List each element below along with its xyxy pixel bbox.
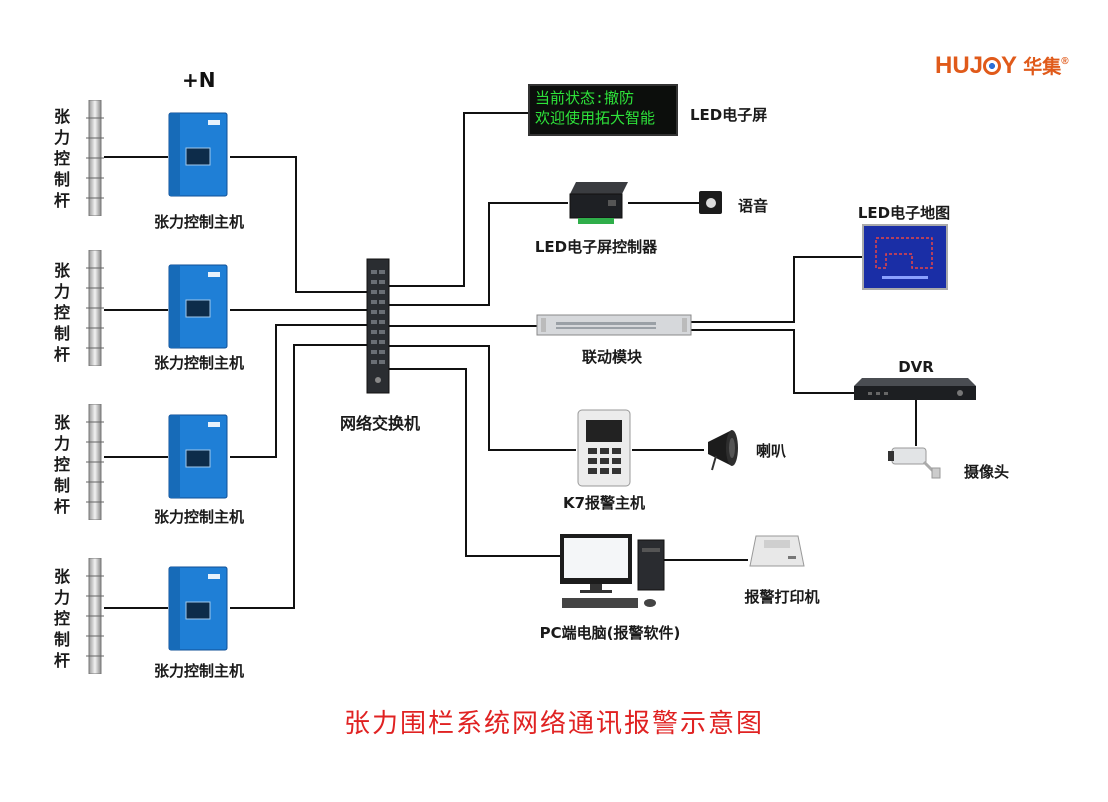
- tension-pole-icon: [86, 404, 104, 520]
- network-switch-icon: [366, 258, 390, 394]
- voice-label: 语音: [738, 197, 769, 215]
- host-label: 张力控制主机: [153, 508, 245, 526]
- tension-host-icon: [168, 414, 228, 499]
- led-screen-label: LED电子屏: [690, 106, 768, 124]
- globe-icon: [983, 57, 1002, 75]
- pole-label: 张力控制杆: [53, 567, 70, 670]
- host-label: 张力控制主机: [153, 662, 245, 680]
- k7-alarm-host-icon: [577, 409, 631, 487]
- logo-text-chinese: 华集: [1023, 57, 1062, 78]
- pc-label: PC端电脑(报警软件): [539, 624, 681, 642]
- host-label: 张力控制主机: [153, 354, 245, 372]
- k7-label: K7报警主机: [562, 494, 646, 512]
- dvr-recorder-icon: [854, 378, 976, 400]
- led-map-label: LED电子地图: [857, 204, 951, 222]
- logo-text-brand2: Y: [1001, 52, 1017, 79]
- plus-n-label: +N: [182, 68, 216, 92]
- led-screen-display: 当前状态:撤防 欢迎使用拓大智能: [528, 84, 678, 136]
- led-map-icon: [862, 224, 948, 290]
- tension-host-icon: [168, 112, 228, 197]
- host-label: 张力控制主机: [153, 213, 245, 231]
- pole-label: 张力控制杆: [53, 107, 70, 210]
- tension-host-icon: [168, 264, 228, 349]
- printer-label: 报警打印机: [744, 588, 820, 606]
- tension-pole-icon: [86, 100, 104, 216]
- led-controller-icon: [569, 182, 628, 224]
- link-module-icon: [536, 314, 692, 336]
- camera-icon: [888, 447, 941, 479]
- camera-label: 摄像头: [964, 463, 1010, 481]
- brand-logo: HUJ Y 华集®: [935, 52, 1069, 80]
- tension-pole-icon: [86, 558, 104, 674]
- led-controller-label: LED电子屏控制器: [534, 238, 658, 256]
- logo-registered-mark: ®: [1061, 56, 1069, 67]
- diagram-title: 张力围栏系统网络通讯报警示意图: [343, 709, 764, 739]
- pole-label: 张力控制杆: [53, 261, 70, 364]
- alarm-printer-icon: [749, 535, 805, 567]
- switch-label: 网络交换机: [339, 414, 421, 433]
- tension-pole-icon: [86, 250, 104, 366]
- pc-computer-icon: [560, 534, 665, 608]
- logo-text-brand: HUJ: [935, 52, 984, 79]
- dvr-label: DVR: [898, 358, 934, 376]
- led-screen-line1: 当前状态:撤防: [535, 89, 635, 107]
- horn-label: 喇叭: [756, 442, 787, 460]
- link-module-label: 联动模块: [581, 348, 643, 366]
- tension-host-icon: [168, 566, 228, 651]
- voice-speaker-icon: [699, 191, 722, 214]
- led-screen-line2: 欢迎使用拓大智能: [535, 109, 656, 127]
- horn-speaker-icon: [708, 430, 738, 471]
- pole-label: 张力控制杆: [53, 413, 70, 516]
